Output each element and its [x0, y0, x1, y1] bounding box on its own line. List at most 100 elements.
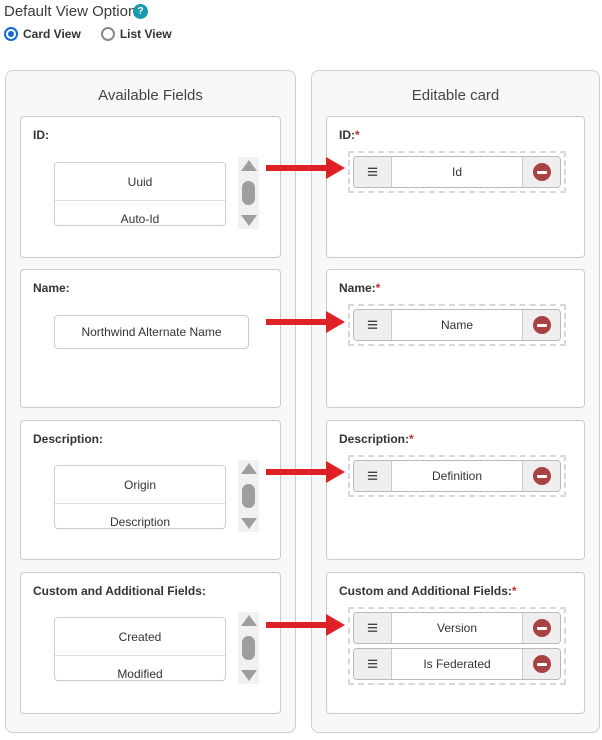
- card-row[interactable]: ≡ Is Federated: [353, 648, 561, 680]
- section-label: Custom and Additional Fields:*: [339, 584, 517, 598]
- section-label-text: Name:: [339, 281, 376, 295]
- card-row-label: Definition: [392, 461, 522, 491]
- description-dropzone[interactable]: ≡ Definition: [348, 455, 566, 497]
- card-row[interactable]: ≡ Name: [353, 309, 561, 341]
- scroll-thumb[interactable]: [242, 636, 255, 660]
- mapping-arrow-custom: [266, 614, 346, 636]
- list-item[interactable]: Northwind Alternate Name: [54, 315, 249, 349]
- scroll-up-icon[interactable]: [240, 160, 257, 171]
- editable-section-name: Name:* ≡ Name: [326, 269, 585, 408]
- arrow-head-icon: [326, 157, 345, 179]
- custom-dropzone[interactable]: ≡ Version ≡ Is Federated: [348, 607, 566, 685]
- radio-card-view[interactable]: Card View: [4, 27, 81, 41]
- section-label: ID:*: [339, 128, 360, 142]
- scroll-up-icon[interactable]: [240, 615, 257, 626]
- available-fields-panel: Available Fields ID: Uuid Auto-Id Name: …: [5, 70, 296, 733]
- card-row-label: Name: [392, 310, 522, 340]
- hamburger-icon: ≡: [366, 314, 379, 336]
- card-row[interactable]: ≡ Id: [353, 156, 561, 188]
- minus-bar: [536, 323, 547, 327]
- editable-section-id: ID:* ≡ Id: [326, 116, 585, 258]
- arrow-head-icon: [326, 461, 345, 483]
- name-dropzone[interactable]: ≡ Name: [348, 304, 566, 346]
- drag-handle[interactable]: ≡: [354, 461, 392, 491]
- section-label: Custom and Additional Fields:: [33, 584, 206, 598]
- editable-section-custom: Custom and Additional Fields:* ≡ Version…: [326, 572, 585, 714]
- section-label: ID:: [33, 128, 49, 142]
- remove-icon: [532, 619, 551, 637]
- mapping-arrow-id: [266, 157, 346, 179]
- id-list-scrollbar[interactable]: [238, 157, 259, 229]
- remove-icon: [532, 655, 551, 673]
- remove-button[interactable]: [522, 461, 560, 491]
- section-label-text: ID:: [339, 128, 355, 142]
- section-label: Name:*: [339, 281, 380, 295]
- editable-section-description: Description:* ≡ Definition: [326, 420, 585, 560]
- required-asterisk: *: [355, 128, 360, 142]
- arrow-shaft: [266, 622, 328, 628]
- remove-button[interactable]: [522, 649, 560, 679]
- card-row[interactable]: ≡ Version: [353, 612, 561, 644]
- list-item[interactable]: Origin: [55, 466, 225, 503]
- card-row[interactable]: ≡ Definition: [353, 460, 561, 492]
- remove-icon: [532, 163, 551, 181]
- available-section-name: Name: Northwind Alternate Name: [20, 269, 281, 408]
- hamburger-icon: ≡: [366, 465, 379, 487]
- scroll-thumb[interactable]: [242, 484, 255, 508]
- list-item[interactable]: Description: [55, 503, 225, 528]
- radio-list-view[interactable]: List View: [100, 27, 172, 41]
- minus-bar: [536, 474, 547, 478]
- arrow-head-icon: [326, 614, 345, 636]
- remove-icon: [532, 467, 551, 485]
- list-item[interactable]: Created: [55, 618, 225, 655]
- list-item[interactable]: Auto-Id: [55, 200, 225, 225]
- available-fields-title: Available Fields: [98, 87, 203, 104]
- drag-handle[interactable]: ≡: [354, 157, 392, 187]
- minus-bar: [536, 626, 547, 630]
- list-item[interactable]: Modified: [55, 655, 225, 680]
- minus-bar: [536, 170, 547, 174]
- scroll-down-icon[interactable]: [240, 670, 257, 681]
- mapping-arrow-description: [266, 461, 346, 483]
- scroll-up-icon[interactable]: [240, 463, 257, 474]
- available-section-description: Description: Origin Description: [20, 420, 281, 560]
- radio-card-view-label: Card View: [23, 27, 81, 41]
- drag-handle[interactable]: ≡: [354, 613, 392, 643]
- minus-bar: [536, 662, 547, 666]
- page-title: Default View Option: [4, 3, 137, 20]
- radio-selected-icon[interactable]: [4, 27, 18, 41]
- scroll-down-icon[interactable]: [240, 518, 257, 529]
- id-dropzone[interactable]: ≡ Id: [348, 151, 566, 193]
- card-row-label: Version: [392, 613, 522, 643]
- drag-handle[interactable]: ≡: [354, 310, 392, 340]
- hamburger-icon: ≡: [366, 161, 379, 183]
- section-label-text: Description:: [339, 432, 410, 446]
- description-list-scrollbar[interactable]: [238, 460, 259, 532]
- remove-icon: [532, 316, 551, 334]
- list-item[interactable]: Uuid: [55, 163, 225, 200]
- remove-button[interactable]: [522, 613, 560, 643]
- available-section-id: ID: Uuid Auto-Id: [20, 116, 281, 258]
- card-row-label: Id: [392, 157, 522, 187]
- arrow-shaft: [266, 319, 328, 325]
- custom-list-scrollbar[interactable]: [238, 612, 259, 684]
- hamburger-icon: ≡: [366, 653, 379, 675]
- section-label-text: Custom and Additional Fields:: [339, 584, 512, 598]
- view-option-radio-group: Card View List View: [4, 27, 172, 41]
- card-row-label: Is Federated: [392, 649, 522, 679]
- arrow-shaft: [266, 469, 328, 475]
- scroll-down-icon[interactable]: [240, 215, 257, 226]
- section-label: Description:*: [339, 432, 414, 446]
- remove-button[interactable]: [522, 310, 560, 340]
- editable-card-title: Editable card: [411, 87, 500, 104]
- scroll-thumb[interactable]: [242, 181, 255, 205]
- remove-button[interactable]: [522, 157, 560, 187]
- help-icon[interactable]: ?: [133, 4, 148, 19]
- radio-list-view-label: List View: [119, 27, 172, 41]
- radio-unselected-icon[interactable]: [100, 27, 115, 41]
- editable-card-panel: Editable card ID:* ≡ Id Name:* ≡ Name De…: [311, 70, 600, 733]
- required-asterisk: *: [375, 281, 381, 295]
- drag-handle[interactable]: ≡: [354, 649, 392, 679]
- custom-field-list: Created Modified: [54, 617, 226, 681]
- description-field-list: Origin Description: [54, 465, 226, 529]
